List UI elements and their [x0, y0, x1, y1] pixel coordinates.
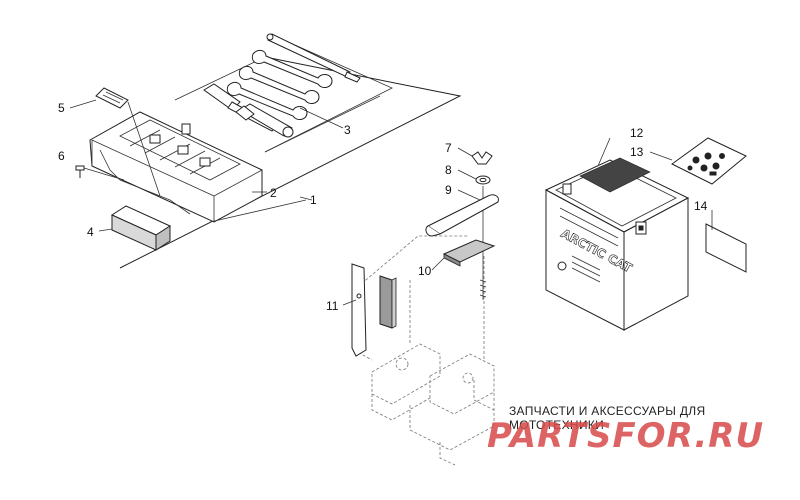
callout-7: 7: [445, 141, 452, 155]
hold-down-strap: [425, 189, 499, 237]
callout-2: 2: [270, 186, 277, 200]
callout-13: 13: [630, 145, 644, 159]
foam-block: [98, 205, 172, 251]
watermark-tagline: ЗАПЧАСТИ И АКСЕССУАРЫ ДЛЯ МОТОТЕХНИКИ: [509, 404, 706, 432]
callout-5: 5: [58, 101, 65, 115]
label-part: [95, 87, 161, 197]
callout-9: 9: [445, 183, 452, 197]
callout-3: 3: [344, 123, 351, 137]
callout-4: 4: [87, 225, 94, 239]
callout-10: 10: [418, 264, 432, 278]
callout-12: 12: [630, 126, 644, 140]
tool-tray: [89, 111, 263, 223]
tools-bracket: [264, 33, 393, 153]
wing-nut: [457, 147, 493, 165]
strap-pad: [442, 239, 496, 267]
screw-part: [75, 165, 125, 181]
washer: [457, 169, 491, 185]
callout-1: 1: [310, 193, 317, 207]
watermark-brand-logo: PARTSFOR.RU: [487, 416, 765, 456]
callout-numbers: 1 2 3 4 5 6 7 8 9 10 11 12 13 14: [58, 101, 708, 313]
tool-set: [203, 33, 361, 138]
pad-strip: [379, 257, 445, 329]
battery: ARCTIC CAT: [544, 137, 690, 331]
callout-6: 6: [58, 149, 65, 163]
callout-14: 14: [694, 199, 708, 213]
hardware-bag: [649, 137, 747, 185]
label-sheet: [705, 210, 747, 273]
callout-11: 11: [326, 299, 339, 313]
bracket-arm: [342, 263, 367, 357]
callout-8: 8: [445, 163, 452, 177]
leader-lines: [69, 99, 344, 223]
mount-bracket: [353, 235, 495, 466]
